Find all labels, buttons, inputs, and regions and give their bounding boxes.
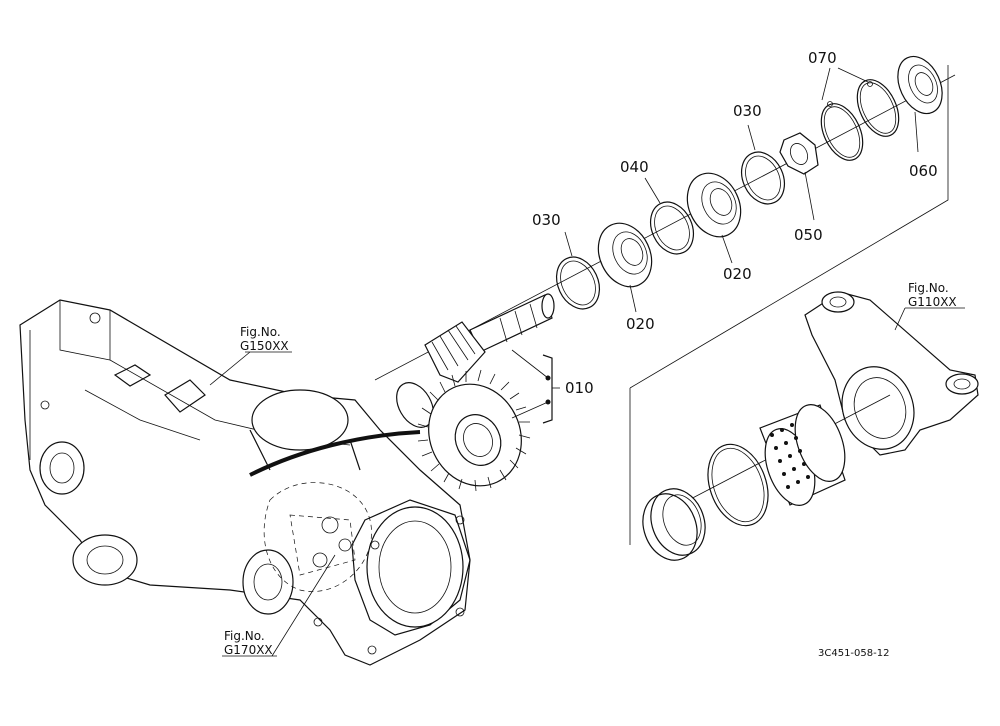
fig-ref-g170-line1: Fig.No.: [224, 629, 265, 643]
callout-030-left: 030: [532, 211, 561, 229]
seal-060: [897, 55, 943, 153]
ring-040: [644, 177, 695, 255]
ring-030-left: [555, 231, 601, 310]
support-bracket: [804, 291, 979, 456]
bearing-020-right: [686, 172, 742, 264]
callout-070: 070: [808, 49, 837, 67]
callout-040: 040: [620, 158, 649, 176]
section-frame: [629, 65, 949, 545]
pinion-shaft: [424, 293, 555, 383]
callout-060: 060: [909, 162, 938, 180]
snap-ring-small: [396, 382, 434, 428]
callout-020-right: 020: [723, 265, 752, 283]
g150-leader: [209, 351, 292, 386]
fig-ref-g150-line1: Fig.No.: [240, 325, 281, 339]
drawing-number: 3C451-058-12: [818, 648, 889, 659]
callout-030-right: 030: [733, 102, 762, 120]
fig-ref-g110-line1: Fig.No.: [908, 281, 949, 295]
ring-030-right: [740, 124, 786, 205]
g170-leader: [222, 554, 336, 657]
bearing-020-left: [597, 222, 653, 313]
fig-ref-g110-line2: G110XX: [908, 295, 957, 309]
callout-010: 010: [565, 379, 594, 397]
axle-housing: [19, 299, 471, 666]
seal-stack: [642, 488, 706, 561]
nut-050: [779, 132, 819, 221]
callout-070-leaders: [821, 67, 869, 101]
spur-gear: [417, 369, 531, 492]
drive-line: [249, 430, 421, 477]
callout-020-left: 020: [626, 315, 655, 333]
g110-leader: [894, 307, 965, 331]
fig-ref-g170-line2: G170XX: [224, 643, 273, 657]
callout-010-bracket: [511, 349, 560, 424]
perforated-bushing: [759, 404, 846, 506]
fig-ref-g150-line2: G150XX: [240, 339, 289, 353]
snap-ring-070-left: [820, 101, 864, 161]
retaining-ring: [707, 443, 769, 527]
callout-050: 050: [794, 226, 823, 244]
